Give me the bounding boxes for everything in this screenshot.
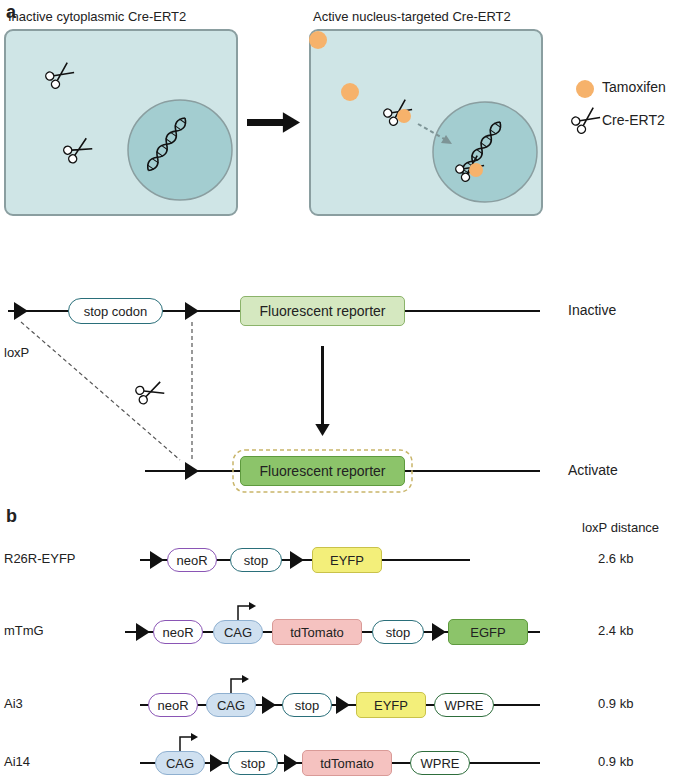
element-oval: WPRE	[410, 751, 470, 775]
element-label: neoR	[157, 698, 188, 713]
panel-letter: a	[6, 2, 16, 23]
process-arrow	[315, 346, 329, 436]
element-oval: neoR	[153, 620, 203, 644]
legend-label: Tamoxifen	[602, 79, 666, 95]
element-label: CAG	[166, 756, 194, 771]
annotation-label: loxP	[4, 345, 29, 360]
element-label: stop	[295, 698, 320, 713]
element-oval: stop	[230, 548, 282, 572]
element-label: tdTomato	[290, 625, 343, 640]
element-label: EGFP	[470, 625, 505, 640]
element-label: EYFP	[374, 698, 408, 713]
annotation-label: loxP distance	[582, 520, 659, 535]
gene-box: tdTomato	[302, 750, 392, 776]
element-label: tdTomato	[320, 756, 373, 771]
gene-box: Fluorescent reporter	[240, 456, 405, 486]
legend-swatch	[576, 80, 594, 98]
element-oval: neoR	[148, 693, 198, 717]
element-oval: CAG	[213, 620, 263, 644]
element-label: CAG	[224, 625, 252, 640]
gene-box: EYFP	[312, 547, 382, 573]
annotation-label: 2.4 kb	[598, 623, 633, 638]
element-oval: stop	[372, 620, 424, 644]
gene-box: EYFP	[356, 692, 426, 718]
gene-box: EGFP	[448, 619, 528, 645]
element-oval: stop	[228, 751, 278, 775]
element-label: stop codon	[84, 304, 148, 319]
cell-heading: Active nucleus-targeted Cre-ERT2	[313, 9, 511, 24]
annotation-label: 0.9 kb	[598, 696, 633, 711]
element-label: stop	[386, 625, 411, 640]
cell-heading: Inactive cytoplasmic Cre-ERT2	[8, 9, 186, 24]
panel-letter: b	[6, 506, 17, 527]
element-oval: CAG	[206, 693, 256, 717]
annotation-label: 0.9 kb	[598, 754, 633, 769]
element-oval: WPRE	[434, 693, 494, 717]
element-label: EYFP	[330, 553, 364, 568]
element-label: Fluorescent reporter	[259, 463, 385, 479]
annotation-label: Ai14	[4, 754, 30, 769]
gene-box: Fluorescent reporter	[240, 296, 405, 326]
element-label: WPRE	[445, 698, 484, 713]
cell-box: Inactive cytoplasmic Cre-ERT2	[5, 30, 237, 215]
element-oval: stop codon	[68, 298, 163, 324]
annotation-label: Inactive	[568, 302, 616, 318]
element-label: WPRE	[421, 756, 460, 771]
annotation-label: mTmG	[4, 623, 44, 638]
element-label: CAG	[217, 698, 245, 713]
element-label: neoR	[162, 625, 193, 640]
element-oval: stop	[282, 693, 332, 717]
element-oval: CAG	[155, 751, 205, 775]
cell-box: Active nucleus-targeted Cre-ERT2	[310, 30, 542, 215]
legend-label: Cre-ERT2	[602, 112, 665, 128]
element-label: stop	[241, 756, 266, 771]
gene-box: tdTomato	[272, 619, 362, 645]
element-label: Fluorescent reporter	[259, 303, 385, 319]
element-label: neoR	[176, 553, 207, 568]
element-label: stop	[244, 553, 269, 568]
process-arrow	[247, 112, 300, 133]
element-oval: neoR	[167, 548, 217, 572]
annotation-label: R26R-EYFP	[4, 551, 76, 566]
annotation-label: Ai3	[4, 696, 23, 711]
annotation-label: 2.6 kb	[598, 551, 633, 566]
annotation-label: Activate	[568, 462, 618, 478]
